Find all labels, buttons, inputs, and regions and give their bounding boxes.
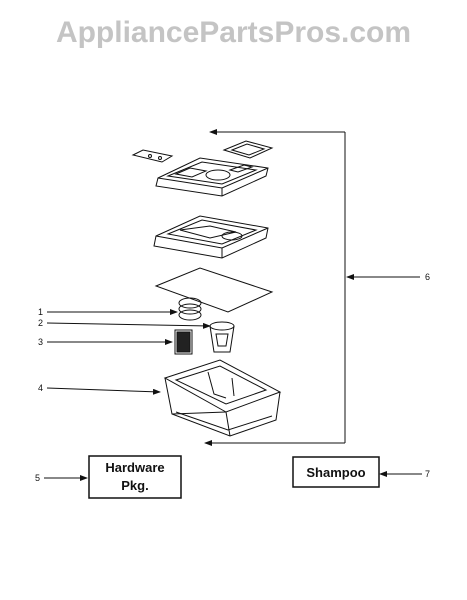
hardware-pkg-box: Hardware Pkg. [88,455,182,499]
cup-part [209,321,235,353]
leader-lines [44,309,422,481]
callout-5: 5 [35,473,40,483]
callout-3: 3 [38,337,43,347]
card-part [174,329,193,355]
callout-4: 4 [38,383,43,393]
watermark-logo: AppliancePartsPros.com [55,16,412,49]
hardware-label-line2: Pkg. [121,478,148,493]
square-pad-part [222,140,274,159]
callout-1: 1 [38,307,43,317]
sheet-part [154,267,274,313]
callout-7: 7 [425,469,430,479]
filter-disc-part [178,297,202,321]
callout-6: 6 [425,272,430,282]
base-tank-part [163,359,282,437]
tray-part [153,215,269,259]
shampoo-label: Shampoo [306,465,365,480]
small-clip-part [131,149,174,163]
shampoo-box: Shampoo [292,456,380,488]
hardware-label-line1: Hardware [105,460,164,475]
top-lid-part [155,157,269,197]
bracket-6 [204,129,420,446]
callout-2: 2 [38,318,43,328]
